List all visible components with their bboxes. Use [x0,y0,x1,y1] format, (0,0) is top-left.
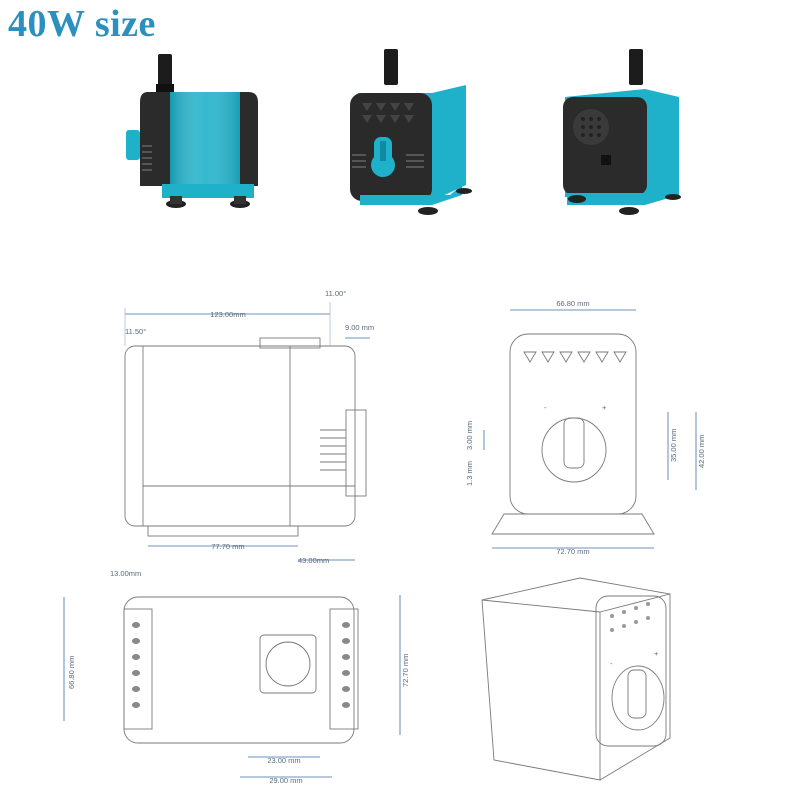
side-view-drawing: 123.00mm 11.00° 11.50° 9.00 mm 77.70 mm … [110,289,374,578]
top-view-drawing: 66.80 mm 72.70 mm 23.00 mm 29.00 mm [63,595,410,785]
dim-gap: 1.3 mm [465,461,474,486]
dim-height2: 72.70 mm [401,654,410,687]
front-view-photo [350,49,472,215]
dim-base: 72.70 mm [556,547,589,556]
rear-view-photo [563,49,681,215]
dim-slot: 3.00 mm [465,421,474,450]
dim-outlet-outer: 29.00 mm [269,776,302,785]
iso-view-drawing: - + [481,577,671,781]
dim-width: 66.80 mm [556,299,589,308]
dim-angle-top: 11.00° [325,289,346,298]
dim-height: 66.80 mm [67,656,76,689]
dim-inlet-h: 35.00 mm [669,429,678,462]
dim-total-h: 42.00 mm [697,435,706,468]
iso-plus-label: + [654,649,659,658]
dim-outlet: 23.00 mm [267,756,300,765]
iso-minus-label: - [610,659,613,668]
dim-nozzle: 9.00 mm [345,323,374,332]
side-view-photo [126,54,258,208]
dim-foot: 13.00mm [110,569,141,578]
page-title: 40W size [8,3,156,45]
dim-angle-left: 11.50° [125,327,146,336]
dim-length: 123.00mm [210,310,245,319]
dim-depth: 43.00mm [298,556,329,565]
front-plus-label: + [602,403,607,412]
front-view-drawing: - + 66.80 mm 72.70 mm 35.00 mm 42.00 mm … [465,299,706,556]
front-minus-label: - [544,403,547,412]
dim-base: 77.70 mm [211,542,244,551]
